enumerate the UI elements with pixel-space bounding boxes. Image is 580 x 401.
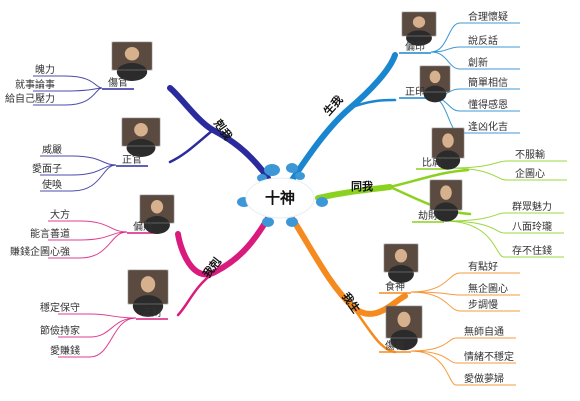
zheng-yin-photo xyxy=(419,65,451,103)
shang-guan-r-leaf-line xyxy=(410,350,516,364)
wo-ke-branch xyxy=(175,215,271,278)
leaf-label: 愛做夢婦 xyxy=(464,372,504,385)
leaf-label: 合理懷疑 xyxy=(468,10,508,23)
category-label-tong-wo: 同我 xyxy=(351,179,373,193)
leaf-label: 簡單相信 xyxy=(468,76,508,89)
leaf-label: 就事論事 xyxy=(15,78,55,91)
sub-label-bi-jian: 比肩 xyxy=(422,156,442,169)
shi-shen-leaf-line xyxy=(410,291,520,312)
jie-cai-leaf-line xyxy=(443,220,564,258)
leaf-label: 步調慢 xyxy=(468,298,498,311)
leaf-label: 不服輸 xyxy=(515,148,545,161)
leaf-label: 能言善道 xyxy=(30,227,70,240)
wo-ke-sub-branch xyxy=(176,270,217,317)
zheng-cai-leaf-line xyxy=(58,317,137,338)
bi-jian-leaf-line xyxy=(447,160,567,169)
photos xyxy=(111,11,465,351)
sub-label-pian-cai: 偏財 xyxy=(133,220,153,233)
sub-label-jie-cai: 劫財 xyxy=(418,209,438,222)
shi-shen-leaf-line xyxy=(410,272,520,293)
jie-cai-leaf-line xyxy=(443,220,564,234)
center-bubble xyxy=(245,177,315,219)
leaf-label: 企圖心 xyxy=(515,167,545,180)
wo-sheng-sub-branch xyxy=(350,304,397,354)
sub-label-pian-yin: 偏印 xyxy=(405,40,425,53)
leaf-label: 情緒不穩定 xyxy=(464,350,514,363)
sub-label-zheng-yin: 正印 xyxy=(405,86,425,98)
sub-label-shang-guan-l: 傷官 xyxy=(108,76,128,89)
leaf-label: 穩定保守 xyxy=(40,301,80,314)
center-node: 十神 xyxy=(237,163,328,227)
sub-label-zheng-cai: 正財 xyxy=(142,306,162,319)
pian-cai-photo xyxy=(139,194,175,234)
leaf-label: 無師自通 xyxy=(464,325,504,338)
shang-guan-r-leaf-line xyxy=(410,350,516,386)
sub-label-shang-guan-r: 傷官 xyxy=(385,339,405,352)
center-petal xyxy=(286,163,298,173)
leaf-label: 大方 xyxy=(50,208,70,221)
bi-jian-leaf-line xyxy=(447,167,567,181)
center-title: 十神 xyxy=(265,189,295,207)
zheng-cai-leaf-line xyxy=(58,313,137,319)
leaf-label: 使喚 xyxy=(42,178,62,191)
zheng-cai-leaf-line xyxy=(58,317,137,358)
leaf-label: 逢凶化吉 xyxy=(468,120,508,133)
shi-shen-photo xyxy=(383,243,419,283)
leaf-label: 給自己壓力 xyxy=(5,92,55,105)
sub-label-shi-shen: 食神 xyxy=(385,280,405,293)
pian-yin-leaf-line xyxy=(430,22,520,53)
zheng-guan-leaf-line xyxy=(40,155,117,166)
pian-yin-photo xyxy=(401,11,437,46)
leaf-label: 說反話 xyxy=(468,34,498,47)
center-petal xyxy=(264,164,280,176)
leaf-label: 賺錢企圖心強 xyxy=(10,245,70,258)
leaf-label: 懂得感恩 xyxy=(468,98,508,111)
leaf-label: 存不住錢 xyxy=(512,244,552,257)
pian-yin-leaf-line xyxy=(430,51,520,70)
leaf-label: 魄力 xyxy=(35,63,55,76)
sub-label-zheng-guan: 正官 xyxy=(122,153,142,166)
tong-wo-branch xyxy=(315,184,393,201)
zheng-guan-leaf-line xyxy=(40,164,117,192)
leaf-label: 無企圖心 xyxy=(468,282,508,295)
leaf-label: 有點好 xyxy=(468,260,498,273)
shang-guan-l-photo xyxy=(111,41,153,81)
leaf-label: 節儉持家 xyxy=(40,324,80,337)
zheng-cai-photo xyxy=(127,269,169,317)
leaf-label: 愛賺錢 xyxy=(50,344,80,357)
sheng-wo-branch xyxy=(289,52,398,183)
center-petal xyxy=(262,217,274,227)
jie-cai-leaf-line xyxy=(443,212,564,222)
center-petal xyxy=(286,217,298,227)
pian-cai-leaf-line xyxy=(48,231,128,259)
pian-yin-leaf-line xyxy=(430,46,520,53)
shang-guan-l-leaf-line xyxy=(33,87,103,106)
center-petal xyxy=(295,172,305,180)
jie-cai-photo xyxy=(429,179,463,222)
center-petal xyxy=(316,197,328,207)
shang-guan-l-leaf-line xyxy=(33,75,103,89)
shang-guan-r-photo xyxy=(385,305,423,351)
pian-cai-leaf-line xyxy=(48,220,128,233)
bi-jian-photo xyxy=(431,127,465,170)
leaf-label: 八面玲瓏 xyxy=(512,220,552,233)
zheng-guan-photo xyxy=(121,117,161,157)
leaf-label: 威嚴 xyxy=(42,143,62,156)
leaf-label: 愛面子 xyxy=(32,162,62,175)
ke-wo-sub-branch xyxy=(168,128,215,164)
leaf-label: 群眾魅力 xyxy=(512,200,552,213)
shang-guan-r-leaf-line xyxy=(410,337,516,352)
leaf-label: 創新 xyxy=(468,56,488,69)
sheng-wo-sub-branch xyxy=(348,98,397,110)
